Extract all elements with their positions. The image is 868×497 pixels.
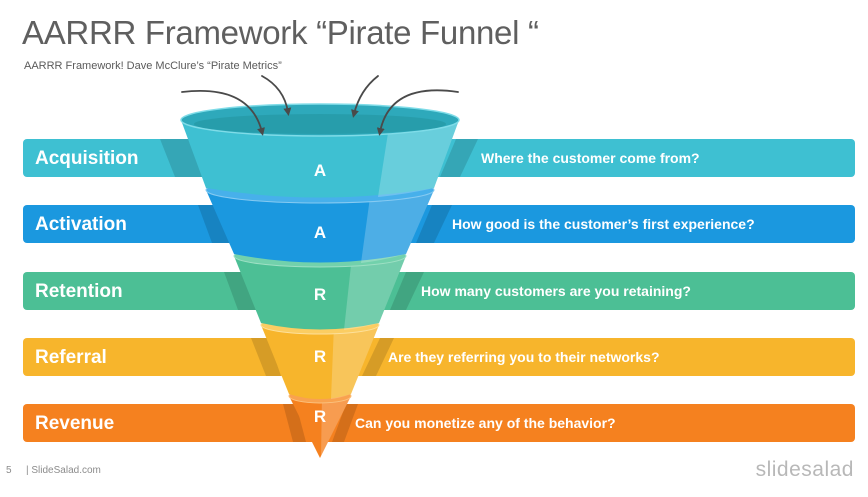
band-activation <box>23 205 855 243</box>
stage-question-retention: How many customers are you retaining? <box>421 283 691 299</box>
band-retention <box>23 272 855 310</box>
stage-question-revenue: Can you monetize any of the behavior? <box>355 415 616 431</box>
stage-question-activation: How good is the customer’s first experie… <box>452 216 755 232</box>
stage-label-revenue: Revenue <box>35 413 115 434</box>
stage-letter-revenue: R <box>314 407 326 426</box>
slidesalad-logo: slidesalad <box>755 458 854 481</box>
slide-title: AARRR Framework “Pirate Funnel “ <box>22 14 539 51</box>
curved-arrow-icon <box>181 75 459 136</box>
stage-question-referral: Are they referring you to their networks… <box>388 349 660 365</box>
band-shadows <box>160 139 478 442</box>
stage-label-retention: Retention <box>35 281 123 302</box>
band-referral <box>23 338 855 376</box>
stage-letter-referral: R <box>314 347 326 366</box>
slide-subtitle: AARRR Framework! Dave McClure’s “Pirate … <box>24 60 282 72</box>
stage-letter-acquisition: A <box>314 161 326 180</box>
stage-letter-activation: A <box>314 223 326 242</box>
stage-question-acquisition: Where the customer come from? <box>481 150 700 166</box>
stage-label-activation: Activation <box>35 214 127 235</box>
stage-label-referral: Referral <box>35 347 107 368</box>
stage-letter-retention: R <box>314 285 326 304</box>
page-number: 5 <box>6 465 12 476</box>
stage-label-acquisition: Acquisition <box>35 148 139 169</box>
footer-site: | SlideSalad.com <box>26 465 101 476</box>
funnel-segment-acquisition <box>180 103 460 198</box>
band-revenue <box>23 404 855 442</box>
